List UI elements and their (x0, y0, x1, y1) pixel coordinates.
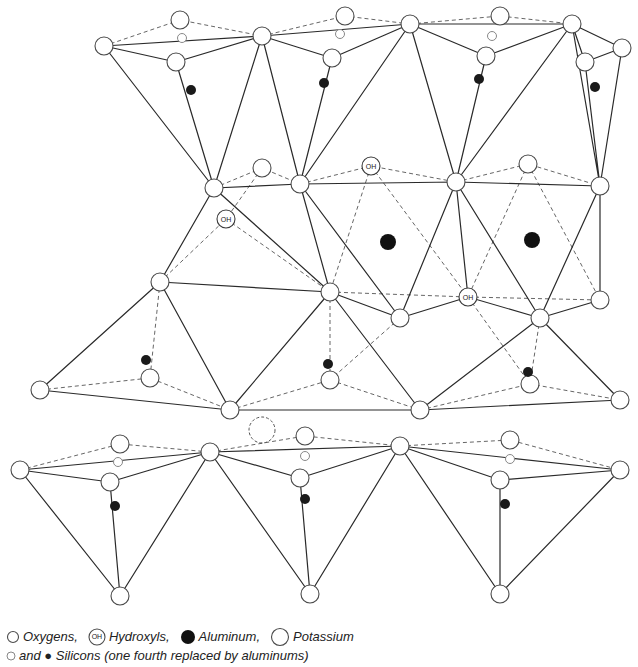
silicon-sample (6, 651, 16, 661)
hydroxyl-label: OH (362, 157, 380, 175)
legend: Oxygens, Hydroxyls, Aluminum, Potassium … (6, 627, 364, 665)
legend-text: Oxygens, (23, 629, 78, 644)
legend-text: Aluminum, (199, 629, 260, 644)
mica-structure-illustration (0, 0, 638, 625)
aluminum-atoms (380, 232, 540, 250)
tetrahedron-edges (104, 24, 622, 188)
legend-text: Hydroxyls, (109, 629, 170, 644)
oxygen-atoms (11, 7, 631, 605)
legend-row: Oxygens, Hydroxyls, Aluminum, Potassium (6, 627, 364, 646)
hydroxyl-label: OH (88, 628, 106, 646)
hydroxyl-label: OH (459, 288, 477, 306)
potassium-sample (270, 627, 290, 647)
legend-row: and ● Silicons (one fourth replaced by a… (6, 646, 364, 665)
legend-text: Potassium (293, 629, 354, 644)
back-edges (20, 436, 620, 470)
potassium-atom (249, 417, 275, 443)
legend-text: and ● Silicons (one fourth replaced by a… (19, 648, 309, 663)
hydroxyl-atoms (217, 157, 477, 306)
silicon-atoms (110, 30, 600, 512)
octahedron-edges (160, 182, 600, 318)
tetrahedron-edges (40, 282, 620, 410)
back-edges (40, 282, 620, 410)
hydroxyl-label: OH (217, 210, 235, 228)
tetrahedron-edges (20, 446, 620, 596)
oxygen-sample (6, 630, 20, 644)
aluminum-sample (180, 629, 196, 645)
